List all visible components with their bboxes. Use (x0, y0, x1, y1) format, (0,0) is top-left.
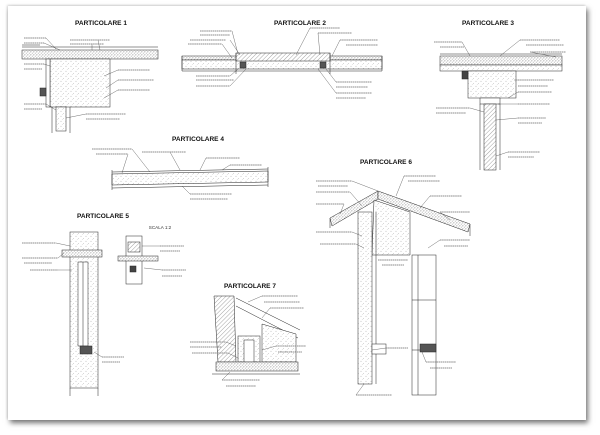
detail-6-leaders (339, 175, 451, 396)
detail-1-insulation (45, 58, 51, 108)
detail-4: PARTICOLARE 4 (92, 136, 269, 200)
detail-1-leaders (43, 37, 119, 119)
detail-1-annotations (24, 37, 154, 120)
detail-3-anchor (461, 70, 469, 80)
detail-6: PARTICOLARE 6 (316, 159, 471, 396)
detail-3-outline (440, 53, 562, 170)
detail-5-inset-fixing (129, 265, 137, 273)
detail-3-cap (479, 97, 501, 105)
detail-6-annotations (316, 175, 470, 396)
detail-2-annotations (188, 27, 378, 99)
detail-3: PARTICOLARE 3 (434, 20, 566, 171)
detail-6-title: PARTICOLARE 6 (360, 159, 412, 166)
detail-6-wall (357, 211, 373, 385)
detail-1-membrane (22, 44, 158, 48)
detail-5-inset-gasket (127, 241, 141, 253)
scale-label: SCALA 1:2 (149, 225, 172, 230)
detail-1-slab (21, 49, 159, 60)
detail-1-title: PARTICOLARE 1 (75, 20, 127, 27)
detail-2-insert (235, 52, 331, 62)
detail-7-foundation (215, 361, 299, 372)
detail-3-slab (439, 55, 563, 66)
detail-5-inset-flange (117, 255, 159, 262)
detail-2-fixing-right (319, 61, 327, 69)
detail-4-outline (111, 167, 269, 190)
detail-4-title: PARTICOLARE 4 (172, 136, 224, 143)
detail-6-outline (329, 212, 471, 384)
detail-4-leaders (121, 148, 231, 195)
detail-5-lines (69, 262, 99, 396)
detail-3-column (483, 103, 497, 171)
detail-1: PARTICOLARE 1 (21, 20, 159, 133)
detail-7-left-wall (213, 295, 237, 363)
detail-7-annotations (190, 295, 306, 387)
detail-2-fixing-left (239, 61, 247, 69)
detail-1-concrete-block (49, 58, 111, 108)
detail-4-slab (111, 170, 269, 186)
detail-3-beam (467, 70, 517, 99)
detail-2-title: PARTICOLARE 2 (274, 20, 326, 27)
detail-1-anchor (39, 87, 47, 97)
detail-1-wall (55, 106, 67, 132)
detail-7-title: PARTICOLARE 7 (224, 283, 276, 290)
detail-5-title: PARTICOLARE 5 (77, 213, 129, 220)
detail-3-title: PARTICOLARE 3 (462, 20, 514, 27)
detail-7: PARTICOLARE 7 (190, 283, 306, 387)
detail-2: PARTICOLARE 2 (181, 20, 383, 99)
detail-2-slab (181, 59, 383, 70)
detail-2-leaders (221, 27, 341, 94)
detail-5: PARTICOLARE 5 SCALA 1:2 (22, 213, 186, 396)
detail-3-sub-slab (439, 64, 563, 72)
detail-7-leaders (221, 295, 277, 381)
detail-1-wall-edges (51, 107, 71, 133)
detail-6-fixing (419, 343, 437, 353)
detail-3-leaders (461, 39, 557, 157)
detail-3-annotations (434, 39, 566, 158)
detail-5-sill (79, 345, 93, 355)
detail-6-ridge-block (371, 199, 411, 256)
detail-7-column-core (243, 339, 255, 363)
detail-4-annotations (92, 148, 262, 200)
detail-6-roof-right (377, 190, 471, 233)
detail-2-outline (181, 53, 383, 74)
detail-5-annotations (22, 242, 186, 363)
detail-5-lintel (61, 249, 103, 258)
detail-7-right-wall (261, 323, 297, 363)
detail-6-window (411, 254, 437, 396)
detail-5-leaders (55, 242, 163, 358)
